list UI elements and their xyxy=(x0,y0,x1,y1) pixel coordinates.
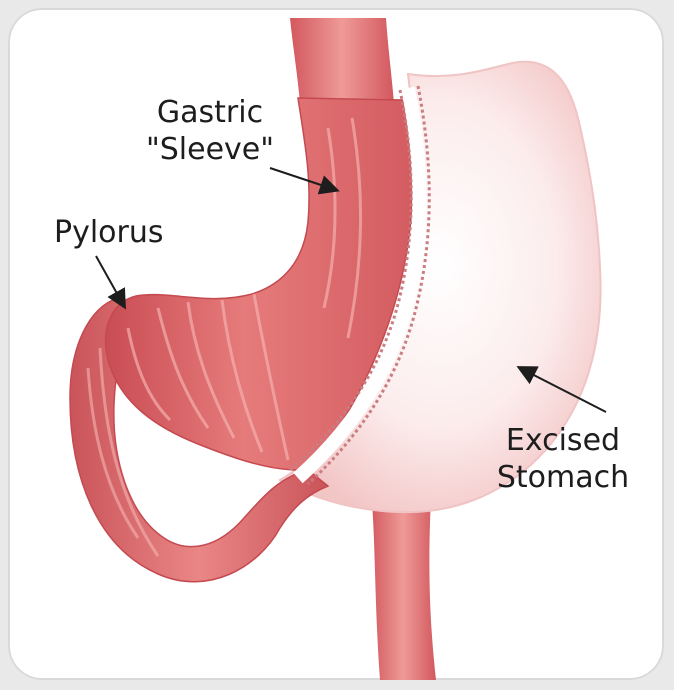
esophagus xyxy=(290,18,394,104)
excised-stomach-label-line1: Excised xyxy=(478,422,648,459)
excised-stomach-label: Excised Stomach xyxy=(478,422,648,496)
pylorus-label: Pylorus xyxy=(54,214,164,251)
stomach-illustration xyxy=(8,8,664,680)
gastric-sleeve-label-line1: Gastric xyxy=(120,94,300,131)
excised-stomach-label-line2: Stomach xyxy=(478,459,648,496)
gastric-sleeve-label: Gastric "Sleeve" xyxy=(120,94,300,168)
gastric-sleeve-label-line2: "Sleeve" xyxy=(120,131,300,168)
diagram-card: Gastric "Sleeve" Pylorus Excised Stomach xyxy=(8,8,664,680)
